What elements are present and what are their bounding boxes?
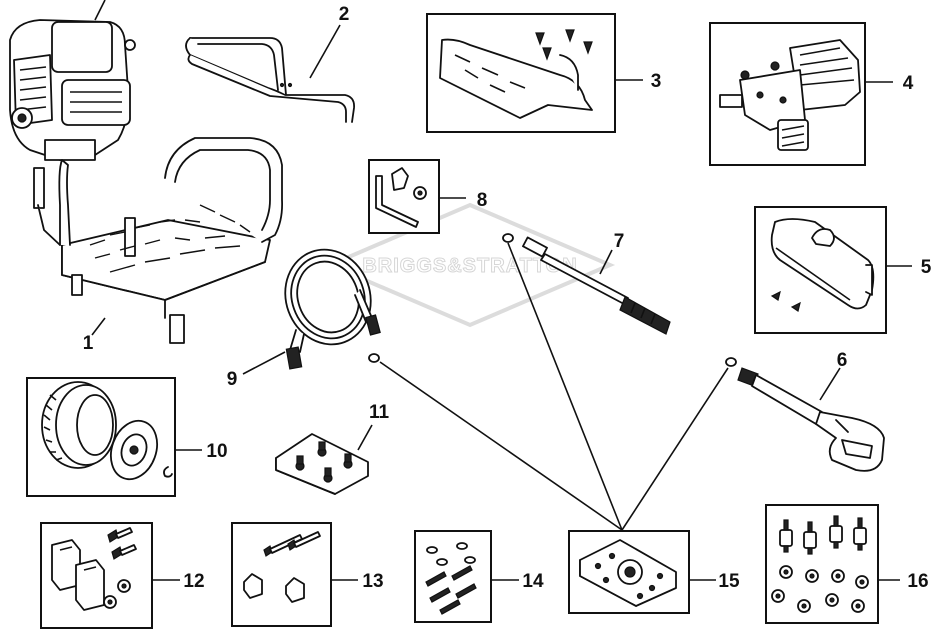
- hose-illustration: [242, 248, 381, 375]
- wheel-illustration: [41, 381, 173, 481]
- callout-13: 13: [362, 571, 383, 592]
- shroud-illustration: [439, 29, 593, 119]
- watermark-text: BRIGGS&STRATTON: [362, 255, 577, 277]
- lbolt-illustration: [375, 167, 427, 228]
- part-13-box: [231, 522, 332, 627]
- callout-1: 1: [83, 333, 94, 354]
- callout-11: 11: [369, 402, 390, 423]
- bracket-kit-illustration: [275, 424, 373, 495]
- callout-4: 4: [903, 73, 914, 94]
- callout-2: 2: [339, 4, 350, 25]
- callout-labels: 1 2 3 4 5 6 7 8 9 10 11 12 13 14 15 16: [83, 4, 932, 592]
- callout-3: 3: [651, 71, 662, 92]
- callout-10: 10: [206, 441, 227, 462]
- callout-9: 9: [227, 369, 238, 390]
- isolator-kit-illustration: [771, 515, 869, 613]
- tank-illustration: [770, 218, 875, 312]
- callout-6: 6: [837, 350, 848, 371]
- callout-8: 8: [477, 190, 488, 211]
- callout-7: 7: [614, 231, 625, 252]
- lance-illustration: [502, 233, 671, 335]
- frame-illustration: [33, 137, 284, 344]
- screw-kit-illustration: [425, 542, 477, 615]
- brand-watermark: BRIGGS&STRATTON: [324, 202, 616, 328]
- callout-5: 5: [921, 257, 932, 278]
- bolt-knob-kit-illustration: [243, 531, 321, 603]
- feet-kit-illustration: [51, 527, 137, 611]
- leader-lines: [379, 242, 729, 531]
- pump-illustration: [719, 39, 861, 151]
- spray-gun-illustration: [725, 357, 885, 472]
- callout-14: 14: [522, 571, 544, 592]
- engine-illustration: [9, 0, 136, 161]
- callout-15: 15: [718, 571, 740, 592]
- mounting-plate-illustration: [579, 539, 677, 607]
- callout-16: 16: [907, 571, 928, 592]
- callout-12: 12: [183, 571, 204, 592]
- handle-illustration: [185, 24, 355, 123]
